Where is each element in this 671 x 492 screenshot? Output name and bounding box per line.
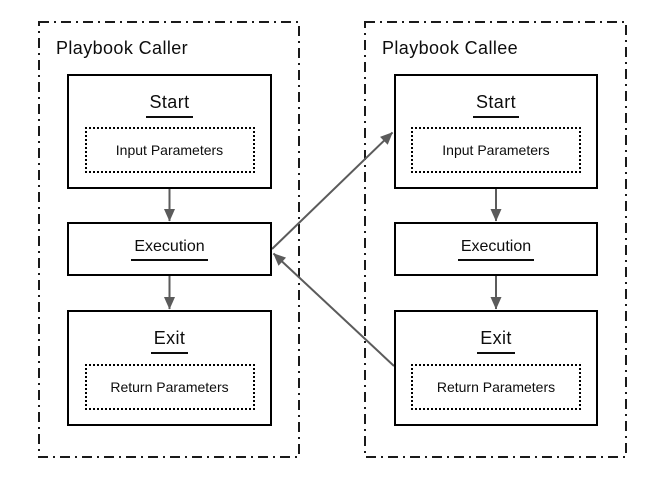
caller-start-title: Start: [69, 92, 270, 118]
playbook-caller-container: Playbook Caller Start Input Parameters E…: [38, 21, 300, 458]
caller-exit-label: Exit: [150, 328, 189, 354]
caller-start-node: Start Input Parameters: [67, 74, 272, 189]
caller-title: Playbook Caller: [56, 38, 189, 58]
caller-exit-title: Exit: [69, 328, 270, 354]
callee-execution-node: Execution: [394, 222, 598, 276]
caller-return-params-box: Return Parameters: [84, 364, 255, 410]
caller-start-label: Start: [146, 92, 193, 118]
caller-return-params-label: Return Parameters: [110, 379, 229, 395]
caller-input-params-label: Input Parameters: [115, 142, 224, 158]
caller-execution-label: Execution: [131, 238, 208, 261]
callee-return-params-label: Return Parameters: [436, 379, 556, 395]
callee-start-node: Start Input Parameters: [394, 74, 598, 189]
callee-exit-node: Exit Return Parameters: [394, 310, 598, 426]
callee-exit-title: Exit: [396, 328, 596, 354]
caller-input-params-box: Input Parameters: [84, 127, 255, 173]
callee-start-label: Start: [472, 92, 519, 118]
playbook-callee-container: Playbook Callee Start Input Parameters E…: [364, 21, 627, 458]
callee-input-params-box: Input Parameters: [411, 127, 581, 173]
caller-exit-node: Exit Return Parameters: [67, 310, 272, 426]
callee-execution-label: Execution: [457, 238, 535, 261]
callee-title: Playbook Callee: [382, 38, 519, 58]
callee-exit-label: Exit: [477, 328, 515, 354]
caller-execution-node: Execution: [67, 222, 272, 276]
callee-return-params-box: Return Parameters: [411, 364, 581, 410]
callee-start-title: Start: [396, 92, 596, 118]
callee-input-params-label: Input Parameters: [442, 142, 550, 158]
